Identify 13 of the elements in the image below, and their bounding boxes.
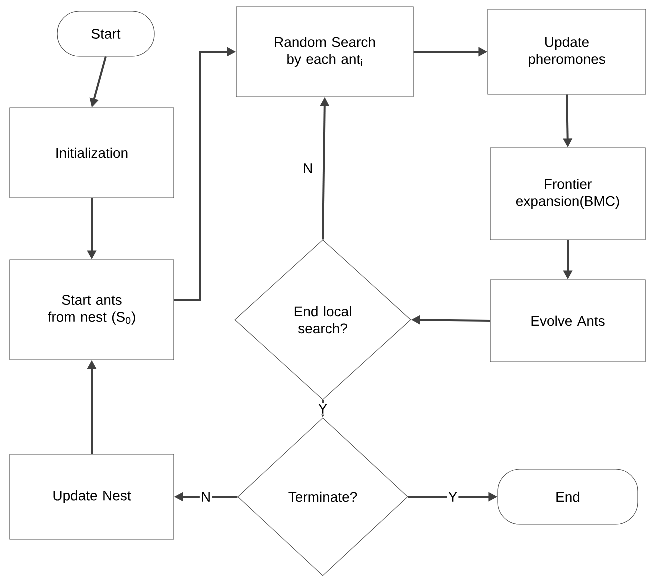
- process-box: Frontier expansion(BMC): [490, 148, 646, 240]
- edge-label: Y: [447, 491, 459, 503]
- edge-label: Y: [317, 403, 329, 415]
- process-box: Random Search by each ant$_{i}$: [236, 6, 414, 98]
- process-box: Evolve Ants: [490, 280, 646, 362]
- terminal-box: Start: [57, 11, 155, 57]
- edge-label: N: [200, 491, 212, 503]
- process-box: Initialization: [10, 108, 174, 198]
- terminal-box: End: [498, 469, 638, 525]
- edge-label: N: [304, 164, 312, 174]
- process-box: Start ants from nest (S$_{0}$): [10, 260, 174, 360]
- process-box: Update pheromones: [488, 9, 646, 95]
- process-box: Update Nest: [10, 454, 174, 540]
